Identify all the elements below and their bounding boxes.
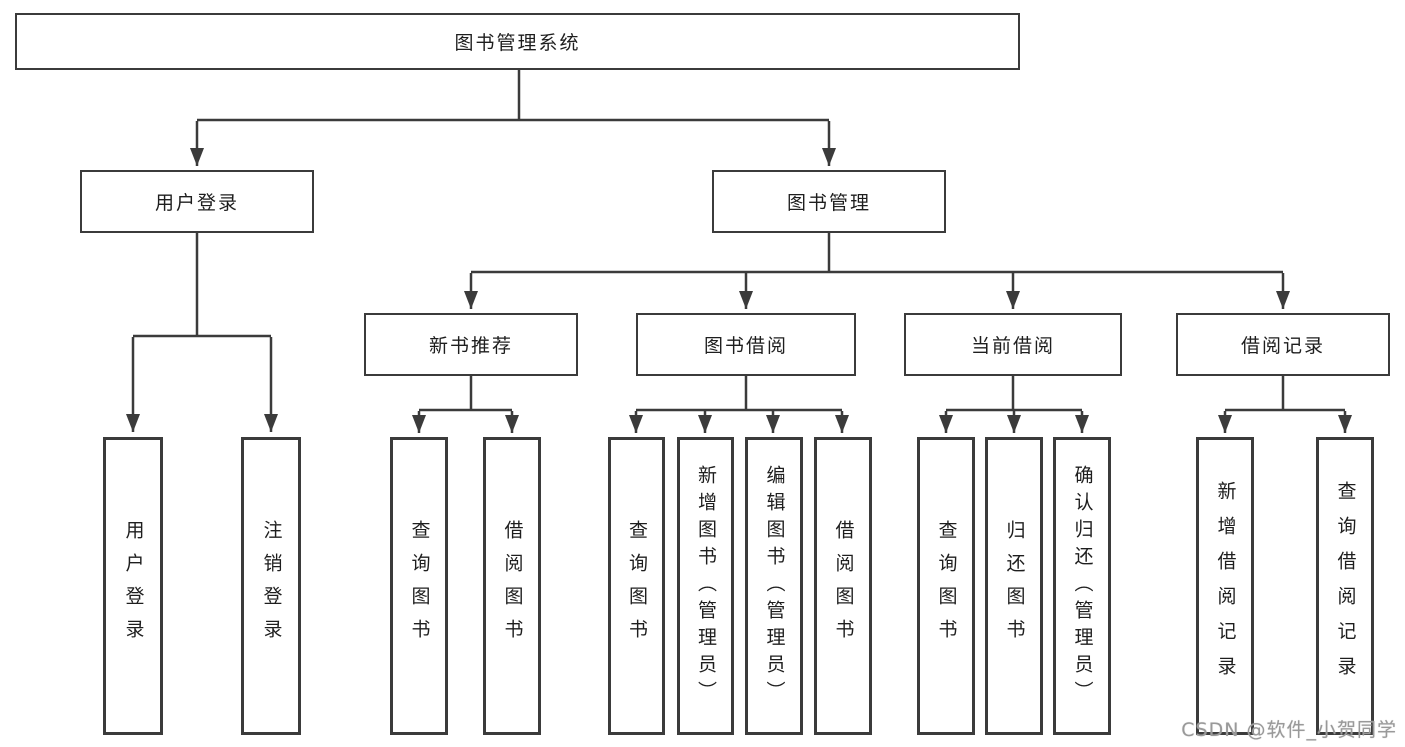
leaf-edit-books-admin: 编辑图书（管理员） xyxy=(745,437,803,735)
leaf-return-books: 归还图书 xyxy=(985,437,1043,735)
leaf-current-query-books: 查询图书 xyxy=(917,437,975,735)
node-book-management: 图书管理 xyxy=(712,170,946,233)
leaf-borrowing-query-books: 查询图书 xyxy=(608,437,665,735)
node-new-book-recommend: 新书推荐 xyxy=(364,313,578,376)
leaf-add-books-admin: 新增图书（管理员） xyxy=(677,437,734,735)
leaf-borrowing-borrow-books: 借阅图书 xyxy=(814,437,872,735)
watermark: CSDN @软件_小贺同学 xyxy=(1181,719,1397,741)
leaf-query-borrow-record: 查询借阅记录 xyxy=(1316,437,1374,735)
node-library-management-system: 图书管理系统 xyxy=(15,13,1020,70)
node-user-login: 用户登录 xyxy=(80,170,314,233)
leaf-recommend-borrow-books: 借阅图书 xyxy=(483,437,541,735)
node-book-borrowing: 图书借阅 xyxy=(636,313,856,376)
leaf-user-login: 用户登录 xyxy=(103,437,163,735)
leaf-logout: 注销登录 xyxy=(241,437,301,735)
node-current-borrowing: 当前借阅 xyxy=(904,313,1122,376)
node-borrowing-records: 借阅记录 xyxy=(1176,313,1390,376)
leaf-add-borrow-record: 新增借阅记录 xyxy=(1196,437,1254,735)
leaf-confirm-return-admin: 确认归还（管理员） xyxy=(1053,437,1111,735)
leaf-recommend-query-books: 查询图书 xyxy=(390,437,448,735)
